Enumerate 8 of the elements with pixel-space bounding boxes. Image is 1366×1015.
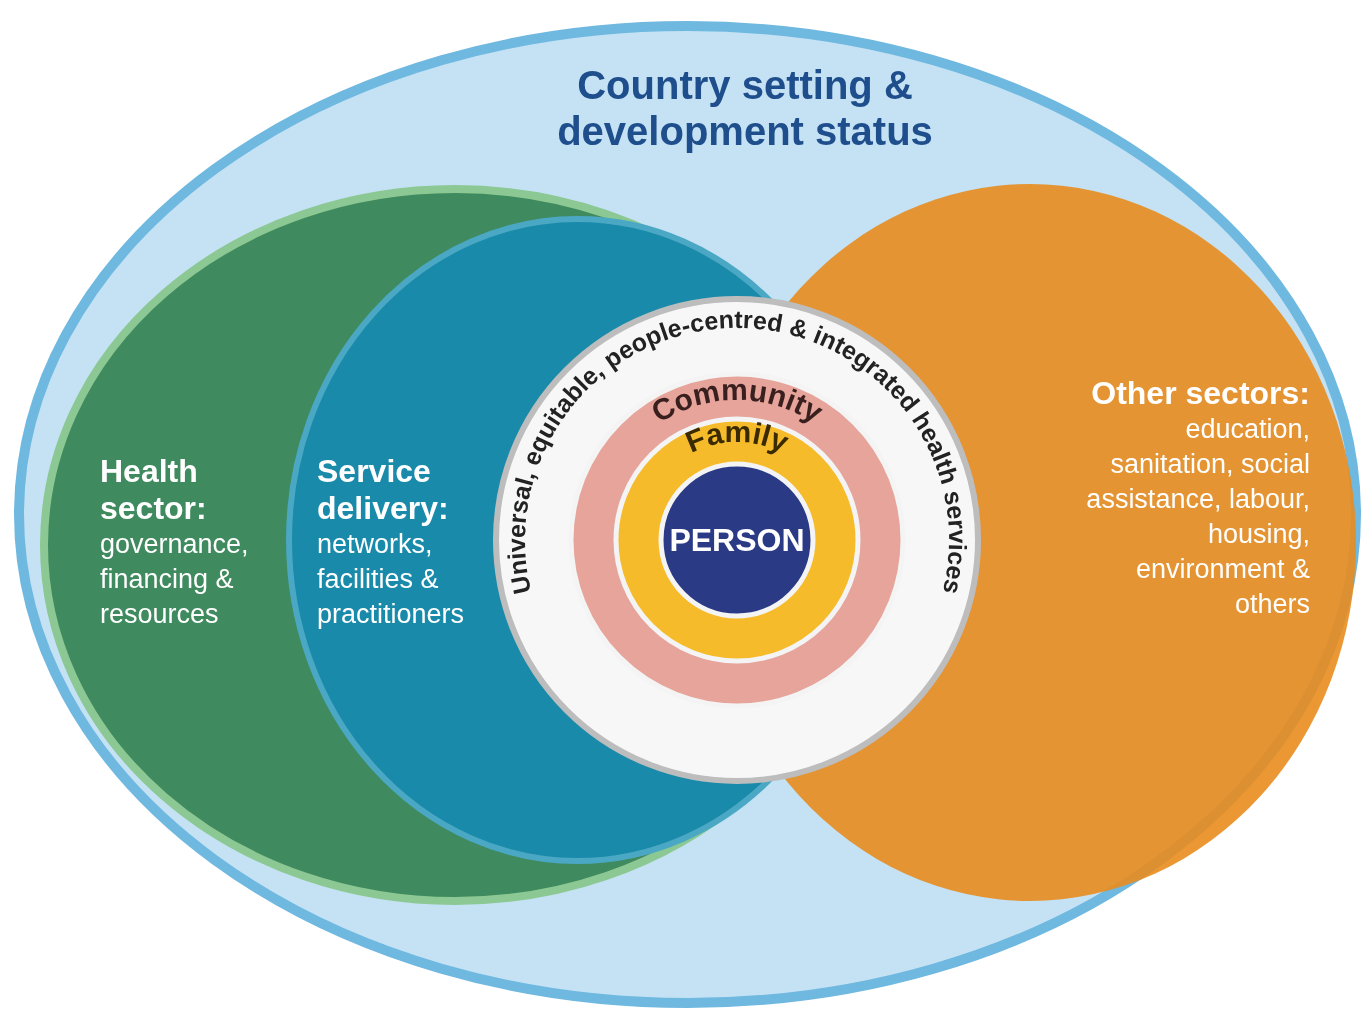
center-label: PERSON (669, 521, 805, 559)
title: Country setting & development status (556, 62, 934, 154)
heading: Service delivery: (317, 453, 450, 527)
description: networks, facilities & practitioners (317, 527, 466, 631)
description: governance, financing & resources (100, 527, 250, 631)
description: education, sanitation, social assistance, labour, housing, environment & others (1085, 412, 1310, 622)
heading: Health sector: (100, 453, 208, 527)
heading: Other sectors: (1090, 375, 1310, 412)
